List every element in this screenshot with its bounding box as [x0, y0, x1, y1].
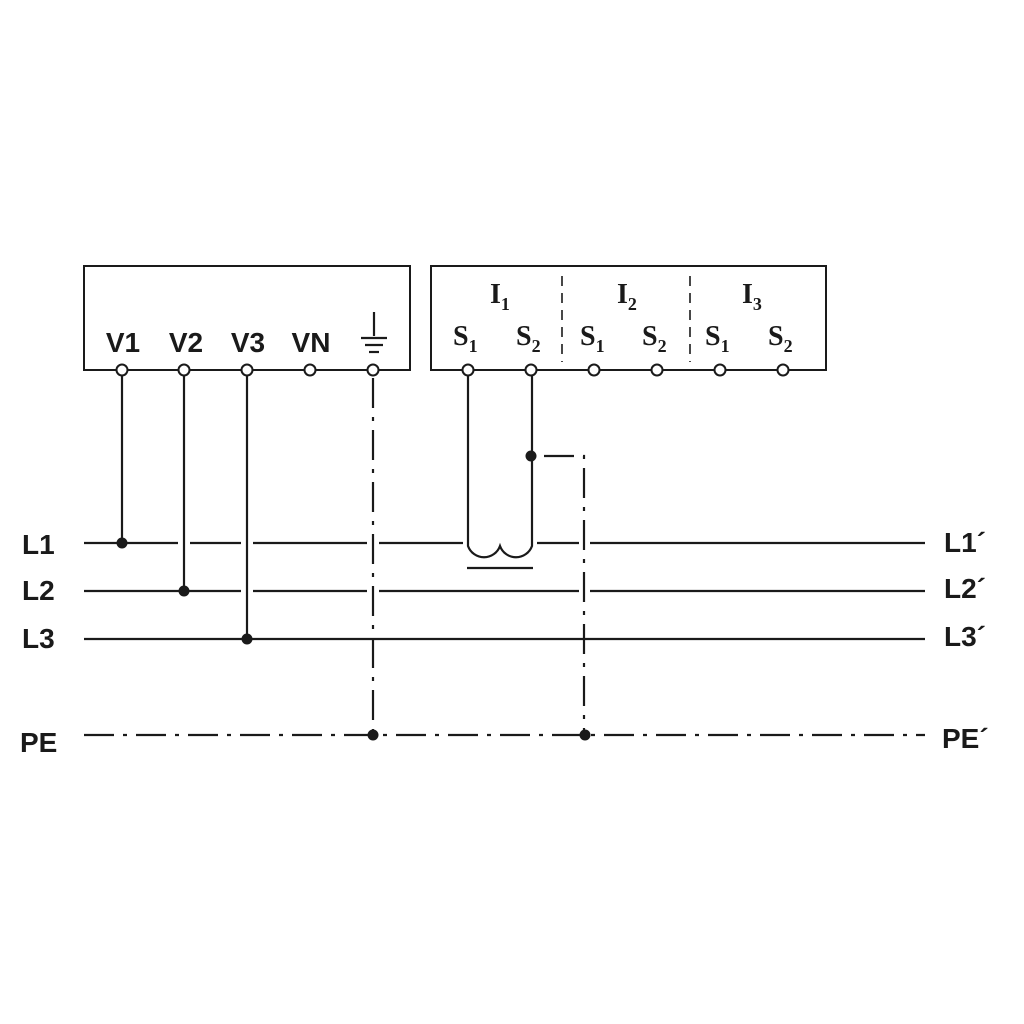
- terminal-label-s: S1: [453, 321, 478, 356]
- terminal-connector: [713, 363, 727, 377]
- line-label-l2-out: L2´: [944, 573, 986, 604]
- terminal-label-v1: V1: [106, 327, 140, 358]
- current-module-box: [430, 265, 827, 371]
- line-label-l3-out: L3´: [944, 621, 986, 652]
- junction-dot: [525, 450, 537, 462]
- terminal-label-s: S2: [516, 321, 541, 356]
- junction-dot: [116, 537, 128, 549]
- terminal-connector: [650, 363, 664, 377]
- terminal-label-s: S2: [768, 321, 793, 356]
- line-label-l1-out: L1´: [944, 527, 986, 558]
- channel-heading-i1: I1: [490, 279, 510, 314]
- junction-dot: [178, 585, 190, 597]
- terminal-label-s: S1: [705, 321, 730, 356]
- terminal-connector: [240, 363, 254, 377]
- terminal-connector: [524, 363, 538, 377]
- terminal-connector: [303, 363, 317, 377]
- junction-dot: [367, 729, 379, 741]
- terminal-label-s: S2: [642, 321, 667, 356]
- terminal-connector: [366, 363, 380, 377]
- terminal-label-vn: VN: [292, 327, 331, 358]
- terminal-connector: [587, 363, 601, 377]
- terminal-label-v3: V3: [231, 327, 265, 358]
- channel-heading-i2: I2: [617, 279, 637, 314]
- protective-earth-icon: [361, 312, 387, 354]
- terminal-label-v2: V2: [169, 327, 203, 358]
- terminal-connector: [177, 363, 191, 377]
- terminal-label-s: S1: [580, 321, 605, 356]
- current-transformer-icon: [466, 370, 534, 559]
- line-label-pe-out: PE´: [942, 723, 989, 754]
- line-label-l2: L2: [22, 575, 55, 606]
- terminal-connector: [776, 363, 790, 377]
- line-label-l3: L3: [22, 623, 55, 654]
- terminal-connector: [115, 363, 129, 377]
- line-label-l1: L1: [22, 529, 55, 560]
- junction-dot: [579, 729, 591, 741]
- channel-heading-i3: I3: [742, 279, 762, 314]
- wire-s2-pe: [531, 454, 586, 735]
- junction-dot: [241, 633, 253, 645]
- terminal-connector: [461, 363, 475, 377]
- line-label-pe: PE: [20, 727, 57, 758]
